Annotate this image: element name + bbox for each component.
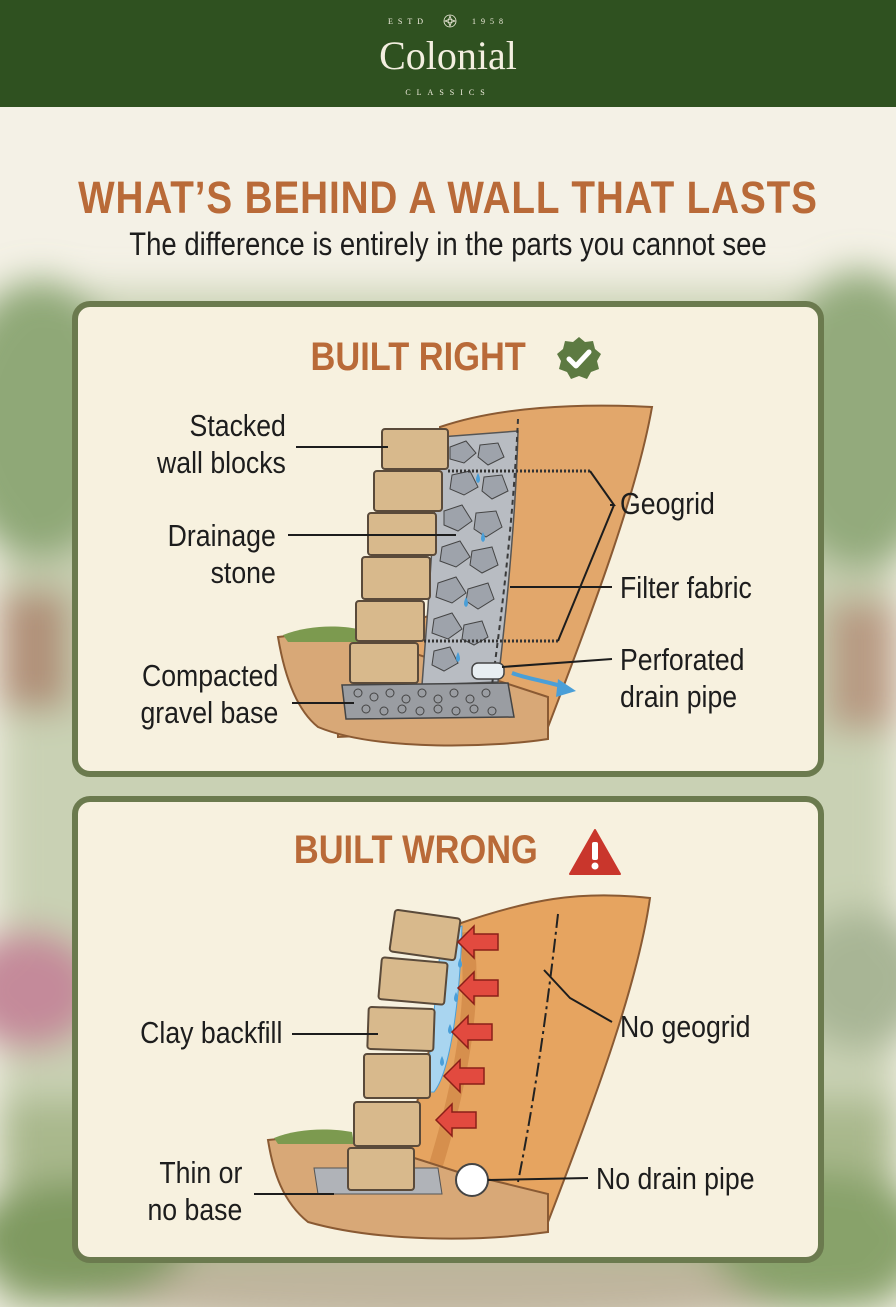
gravel-base: [341, 682, 515, 720]
missing-drain-pipe: [455, 1163, 489, 1197]
brand-header: ESTD 1958 Colonial CLASSICS: [0, 0, 896, 107]
label-perforated-drain-pipe: Perforated drain pipe: [620, 642, 745, 714]
grass-tuft: [283, 626, 360, 642]
page-title: WHAT’S BEHIND A WALL THAT LASTS: [78, 172, 818, 223]
no-geogrid-line: [517, 913, 559, 1183]
label-no-geogrid: No geogrid: [620, 1009, 751, 1044]
label-thin-or-no-base: Thin or no base: [147, 1155, 242, 1227]
label-drainage-stone: Drainage stone: [167, 518, 276, 590]
water-drops: [440, 958, 462, 1066]
label-compacted-gravel-base: Compacted gravel base: [140, 658, 278, 730]
built-right-heading-row: BUILT RIGHT: [78, 335, 818, 383]
wall-blocks: [349, 428, 449, 684]
built-right-heading: BUILT RIGHT: [310, 335, 527, 379]
tilted-wall-blocks: [347, 908, 462, 1191]
label-clay-backfill: Clay backfill: [139, 1015, 282, 1050]
built-right-illustration: [276, 404, 654, 747]
warning-triangle-icon: [569, 829, 622, 876]
grass-tuft: [274, 1129, 354, 1144]
estd-year: 1958: [472, 16, 508, 26]
ornament-icon: [443, 14, 457, 28]
built-wrong-heading: BUILT WRONG: [293, 828, 538, 872]
water-drops: [456, 473, 485, 662]
pressure-arrows: [434, 924, 499, 1138]
built-wrong-illustration: [254, 894, 652, 1240]
label-stacked-wall-blocks: Stacked wall blocks: [157, 408, 286, 480]
built-right-panel: BUILT RIGHT Stacked wall blocks Drainage…: [72, 301, 824, 777]
page-subtitle: The difference is entirely in the parts …: [129, 226, 767, 262]
drain-pipe: [471, 662, 505, 680]
label-geogrid: Geogrid: [620, 486, 715, 521]
built-wrong-panel: BUILT WRONG Clay backfill Thin or no bas…: [72, 796, 824, 1263]
brand-name: Colonial: [379, 33, 517, 78]
estd-label: ESTD: [388, 16, 428, 26]
established-line: ESTD 1958: [0, 14, 896, 28]
built-wrong-heading-row: BUILT WRONG: [78, 828, 818, 876]
label-filter-fabric: Filter fabric: [620, 570, 752, 605]
label-no-drain-pipe: No drain pipe: [596, 1161, 755, 1196]
check-badge-icon: [556, 337, 601, 380]
brand-subtitle: CLASSICS: [405, 88, 491, 97]
